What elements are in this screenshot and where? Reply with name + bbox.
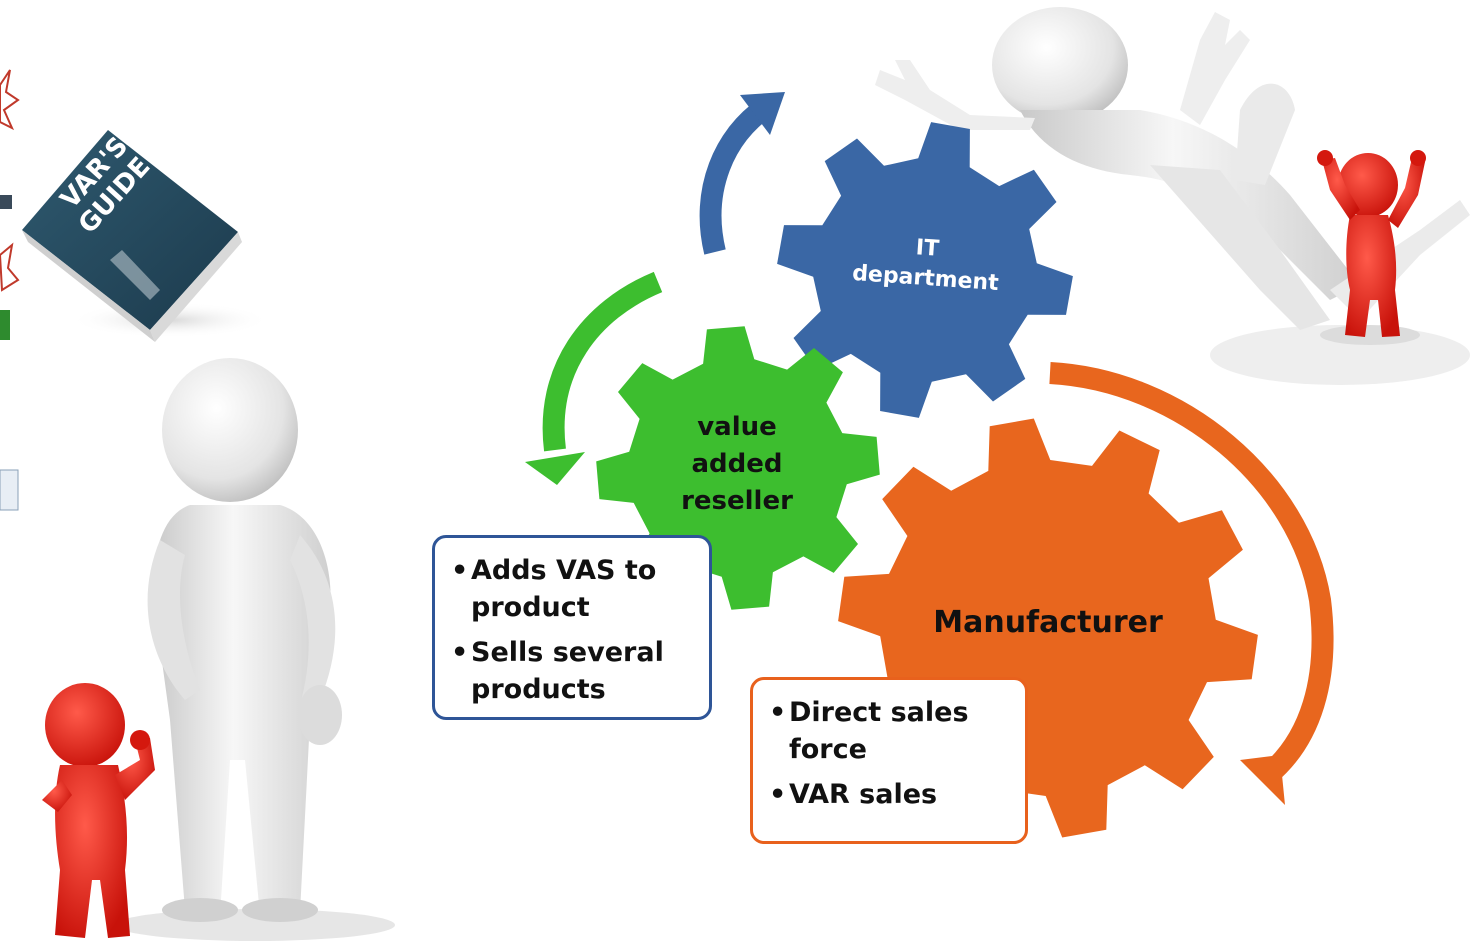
small-red-person-right	[1317, 150, 1426, 345]
blue-cycle-arrow	[699, 92, 785, 255]
gear-var-label-line3: reseller	[681, 486, 793, 516]
green-cycle-arrow	[525, 271, 663, 485]
manufacturer-note-item: VAR sales	[769, 776, 1015, 813]
left-edge-decorations	[0, 69, 20, 511]
gear-it-department: IT department	[777, 122, 1073, 418]
standing-person-figure	[115, 358, 395, 941]
gear-manufacturer-label: Manufacturer	[933, 605, 1163, 640]
gear-var-label-line1: value	[697, 412, 777, 442]
gear-var-label-line2: added	[691, 449, 782, 479]
vars-guide-book-icon: VAR'S GUIDE	[22, 130, 270, 342]
gear-it-label-line1: IT	[915, 235, 940, 262]
small-red-person-left	[42, 683, 155, 938]
orange-cycle-arrow	[1049, 362, 1334, 805]
